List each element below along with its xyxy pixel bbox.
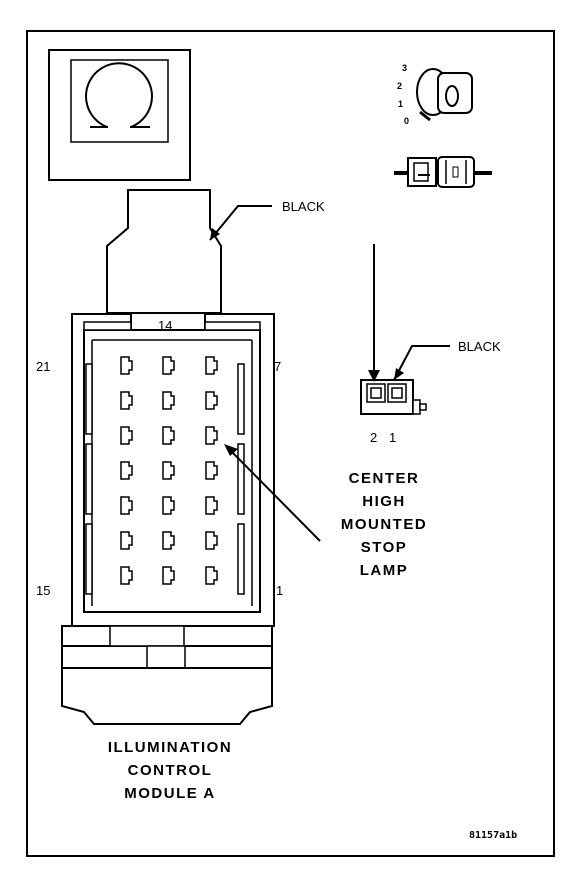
connector-plug-icon <box>394 156 492 188</box>
module-color-leader-arrowhead <box>210 228 220 240</box>
lamp-cavity-leader-line <box>231 451 321 542</box>
terminal-cavity <box>205 391 218 410</box>
module-pin-label-21: 21 <box>36 359 50 374</box>
lamp-cavity-leader-arrowhead <box>224 444 238 456</box>
ignition-key-icon: 3 2 1 0 <box>397 63 473 126</box>
lamp-title-line-2: HIGH <box>362 493 406 510</box>
module-title: ILLUMINATION CONTROL MODULE A <box>108 739 232 802</box>
lamp-title-line-4: STOP <box>361 539 408 556</box>
ignition-position-0: 0 <box>404 116 409 126</box>
terminal-cavity <box>120 391 133 410</box>
lamp-indicator-arrowhead <box>368 370 380 382</box>
lamp-color-leader-arrowhead <box>394 368 404 380</box>
terminal-cavity <box>120 496 133 515</box>
terminal-cavity <box>205 356 218 375</box>
module-title-line-3: MODULE A <box>124 785 215 802</box>
terminal-cavity <box>120 531 133 550</box>
lamp-pin-label-2: 2 <box>370 430 377 445</box>
terminal-cavity <box>120 461 133 480</box>
lamp-title: CENTER HIGH MOUNTED STOP LAMP <box>341 470 427 579</box>
module-pin-label-14: 14 <box>158 318 172 333</box>
module-title-line-2: CONTROL <box>128 762 213 779</box>
terminal-cavity <box>162 356 175 375</box>
terminal-cavity <box>120 426 133 445</box>
lamp-title-line-5: LAMP <box>360 562 409 579</box>
terminal-cavity <box>162 461 175 480</box>
connector-view-icon <box>48 49 191 181</box>
terminal-cavity <box>205 531 218 550</box>
terminal-cavity <box>162 531 175 550</box>
terminal-cavity <box>162 496 175 515</box>
lamp-pin-label-1: 1 <box>389 430 396 445</box>
lamp-title-line-1: CENTER <box>349 470 420 487</box>
lamp-title-line-3: MOUNTED <box>341 516 427 533</box>
ignition-position-3: 3 <box>402 63 407 73</box>
terminal-cavity <box>205 461 218 480</box>
lamp-wire-color-label: BLACK <box>458 339 501 354</box>
terminal-cavity <box>162 566 175 585</box>
module-wire-color-label: BLACK <box>282 199 325 214</box>
ignition-position-2: 2 <box>397 81 402 91</box>
module-pin-label-7: 7 <box>274 359 281 374</box>
terminal-cavity <box>162 426 175 445</box>
ignition-position-1: 1 <box>398 99 403 109</box>
stop-lamp-connector <box>360 379 427 415</box>
terminal-cavity <box>205 566 218 585</box>
terminal-cavity <box>205 426 218 445</box>
terminal-cavity <box>120 566 133 585</box>
module-color-leader-line <box>209 205 272 241</box>
module-pin-label-1: 1 <box>276 583 283 598</box>
lamp-color-leader-line <box>393 345 450 381</box>
terminal-cavity <box>205 496 218 515</box>
terminal-cavity <box>120 356 133 375</box>
terminal-cavity <box>162 391 175 410</box>
module-pin-label-15: 15 <box>36 583 50 598</box>
terminal-cavities <box>120 356 218 585</box>
figure-code: 81157a1b <box>469 830 517 841</box>
module-title-line-1: ILLUMINATION <box>108 739 232 756</box>
